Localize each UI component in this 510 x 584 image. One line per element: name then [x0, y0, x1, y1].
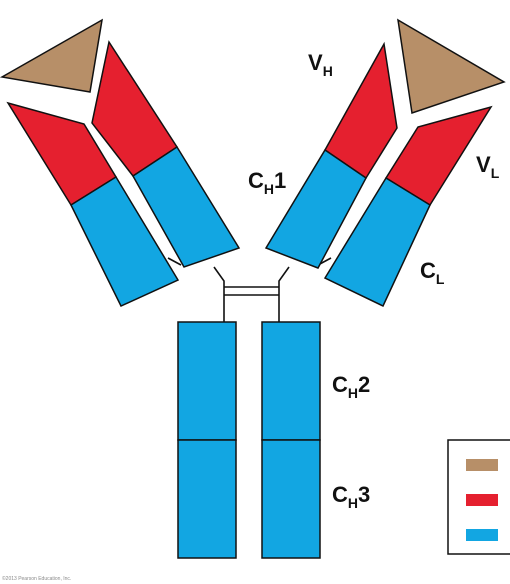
antigen-binding-site-left — [0, 18, 103, 93]
antigen-binding-swatch — [466, 459, 498, 471]
ch1-domain-right — [264, 148, 367, 269]
left-fab-arm — [0, 18, 241, 307]
cl-domain-left — [70, 175, 180, 307]
ch2-domain-left — [177, 321, 237, 441]
label-cl: CL — [420, 258, 445, 287]
label-ch3: CH3 — [332, 482, 370, 511]
label-ch1: CH1 — [248, 168, 286, 197]
variable-region-swatch — [466, 494, 498, 506]
antigen-binding-site-right — [397, 18, 506, 114]
label-ch2: CH2 — [332, 372, 370, 401]
hinge-region — [167, 257, 332, 322]
interchain-bond-left — [167, 257, 182, 266]
copyright-text: ©2013 Pearson Education, Inc. — [2, 575, 71, 582]
heavy-chain-stem — [177, 321, 321, 559]
hinge-strand-left — [213, 266, 225, 322]
legend — [447, 439, 510, 555]
hinge-strand-right — [278, 266, 290, 322]
cl-domain-right — [323, 176, 431, 308]
ch1-domain-left — [132, 145, 241, 268]
ch3-domain-left — [177, 439, 237, 559]
right-fab-arm — [264, 18, 506, 308]
ch2-domain-right — [261, 321, 321, 441]
ch3-domain-right — [261, 439, 321, 559]
label-vl: VL — [476, 152, 500, 181]
label-vh: VH — [308, 50, 333, 79]
constant-region-swatch — [466, 529, 498, 541]
